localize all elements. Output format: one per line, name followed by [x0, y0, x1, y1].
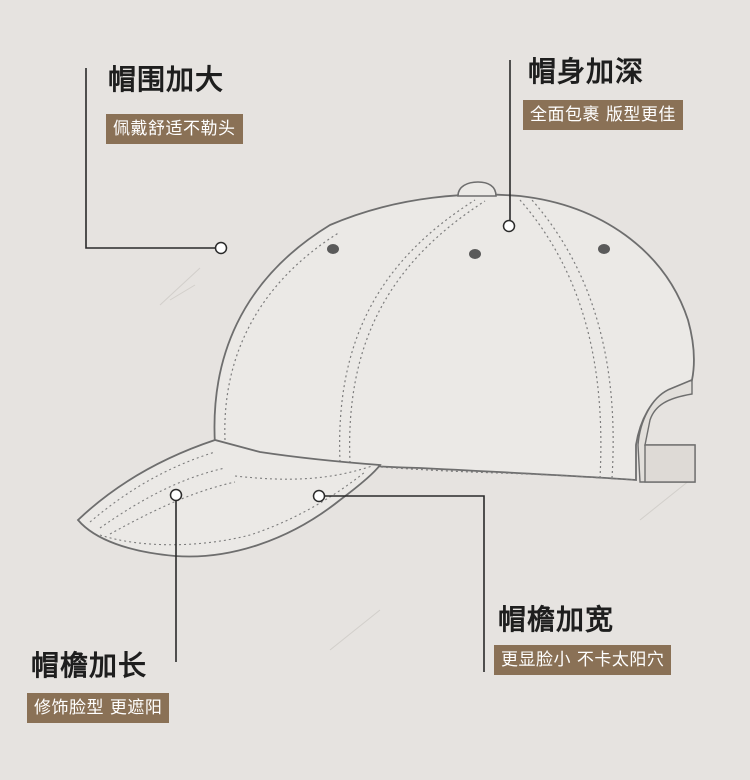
eyelet-icon [327, 244, 339, 254]
brim-width-tag: 更显脸小 不卡太阳穴 [494, 645, 672, 675]
background-sketch-lines [159, 267, 691, 651]
crown-band-title: 帽围加大 [108, 63, 225, 96]
top-button-shape [457, 181, 497, 197]
back-strap-shape [644, 444, 696, 483]
marker-crown-band [214, 241, 228, 255]
marker-crown-depth [502, 219, 516, 233]
eyelet-icon [598, 244, 610, 254]
crown-depth-tag: 全面包裹 版型更佳 [523, 100, 683, 130]
cap-crown [213, 181, 696, 483]
eyelet-icon [469, 249, 481, 259]
crown-depth-title: 帽身加深 [528, 55, 645, 88]
crown-band-tag: 佩戴舒适不勒头 [106, 114, 243, 144]
marker-brim-width [312, 489, 326, 503]
brim-length-title: 帽檐加长 [31, 649, 148, 682]
marker-brim-length [169, 488, 183, 502]
leader-lines [85, 60, 511, 672]
cap-brim [76, 439, 382, 558]
brim-length-tag: 修饰脸型 更遮阳 [27, 693, 170, 723]
marker-dots [169, 219, 516, 503]
brim-width-title: 帽檐加宽 [498, 603, 615, 636]
